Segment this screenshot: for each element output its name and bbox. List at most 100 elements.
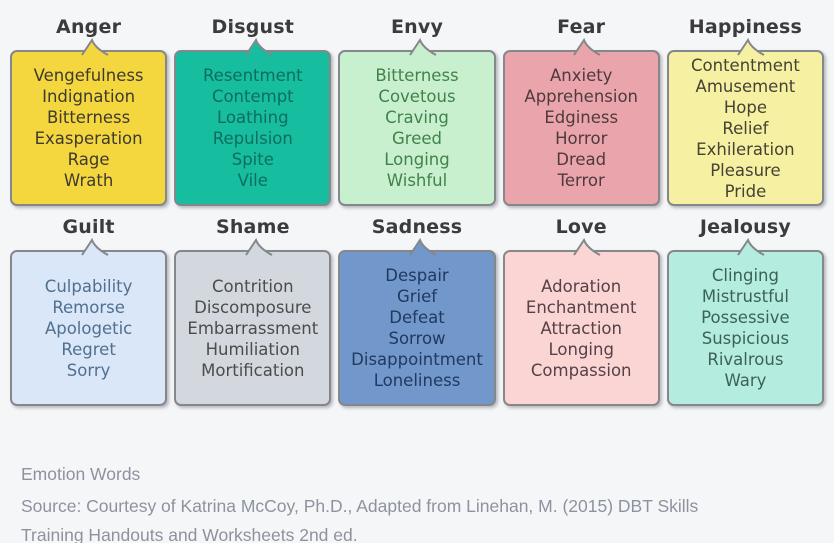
emotion-label-anger: Anger [56,16,122,38]
bubble-tail-icon [244,237,273,256]
emotion-word: Sorry [66,360,111,380]
bubble-tail-icon [80,37,109,56]
emotion-word: Exasperation [34,129,143,148]
emotion-label-disgust: Disgust [211,16,295,38]
emotion-word: Despair [385,266,449,285]
emotion-word: Wrath [63,171,114,190]
emotion-word: Humiliation [205,339,301,359]
figure-title: Emotion Words [21,464,141,484]
emotion-word: Wishful [386,171,448,190]
emotion-label-jealousy: Jealousy [699,216,791,238]
emotion-word: Bitterness [46,108,131,127]
emotion-word: Pride [724,181,767,201]
emotion-word: Greed [392,129,442,148]
emotion-word: Defeat [389,308,445,327]
bubble-tail-icon [737,37,765,56]
emotion-word: Suspicious [701,329,790,348]
emotion-word: Terror [557,171,605,190]
emotion-label-envy: Envy [390,16,444,38]
bubble-tail-icon [409,37,437,56]
emotion-word: Possessive [701,308,790,327]
emotion-word: Longing [548,339,614,359]
emotion-word: Loneliness [373,371,461,390]
bubble-tail-icon [80,237,109,256]
emotion-word: Rage [67,150,110,169]
emotion-label-shame: Shame [215,216,290,238]
emotion-word: Mortification [201,360,305,380]
bubble-tail-icon [573,37,601,56]
figure-caption: Emotion Words Source: Courtesy of Katrin… [21,460,721,543]
emotion-word: Enchantment [525,297,637,317]
emotion-word: Contentment [691,55,800,75]
emotion-word: Edginess [544,108,619,127]
emotion-label-happiness: Happiness [688,16,803,38]
emotion-word: Contrition [212,276,294,296]
bubble-tail-icon [409,237,437,256]
figure-source: Source: Courtesy of Katrina McCoy, Ph.D.… [21,496,699,543]
emotion-word: Apologetic [44,318,133,338]
emotion-word: Hope [723,97,767,117]
emotion-word: Mistrustful [701,287,789,306]
emotion-word: Wary [724,371,767,390]
emotion-word: Contempt [211,87,294,106]
emotion-word: Loathing [217,108,289,127]
bubble-tail-icon [244,37,273,56]
emotion-word: Exhileration [696,139,795,159]
emotion-word: Anxiety [549,66,613,85]
emotion-word: Rivalrous [707,350,784,369]
emotion-word: Spite [231,150,274,169]
emotion-word: Repulsion [212,129,293,148]
emotion-word: Relief [722,118,769,138]
emotion-word: Attraction [540,318,622,338]
emotion-word: Longing [384,150,450,169]
emotion-word: Regret [61,339,116,359]
emotion-word: Vile [237,171,268,190]
emotion-word: Embarrassment [187,318,319,338]
emotion-word: Indignation [42,87,136,106]
emotion-word: Covetous [378,87,456,106]
emotion-label-fear: Fear [557,16,606,38]
emotion-word: Remorse [52,297,125,317]
emotion-word: Horror [555,129,608,148]
bubble-tail-icon [573,237,601,256]
emotion-label-sadness: Sadness [371,216,463,238]
emotion-word: Sorrow [388,329,446,348]
emotion-word: Vengefulness [33,66,144,85]
emotion-word: Resentment [202,66,303,85]
emotion-word: Amusement [695,76,796,96]
emotion-word: Apprehension [524,87,639,106]
bubble-tail-icon [737,237,765,256]
emotion-word: Craving [385,108,449,127]
emotion-word: Disappointment [351,350,483,369]
